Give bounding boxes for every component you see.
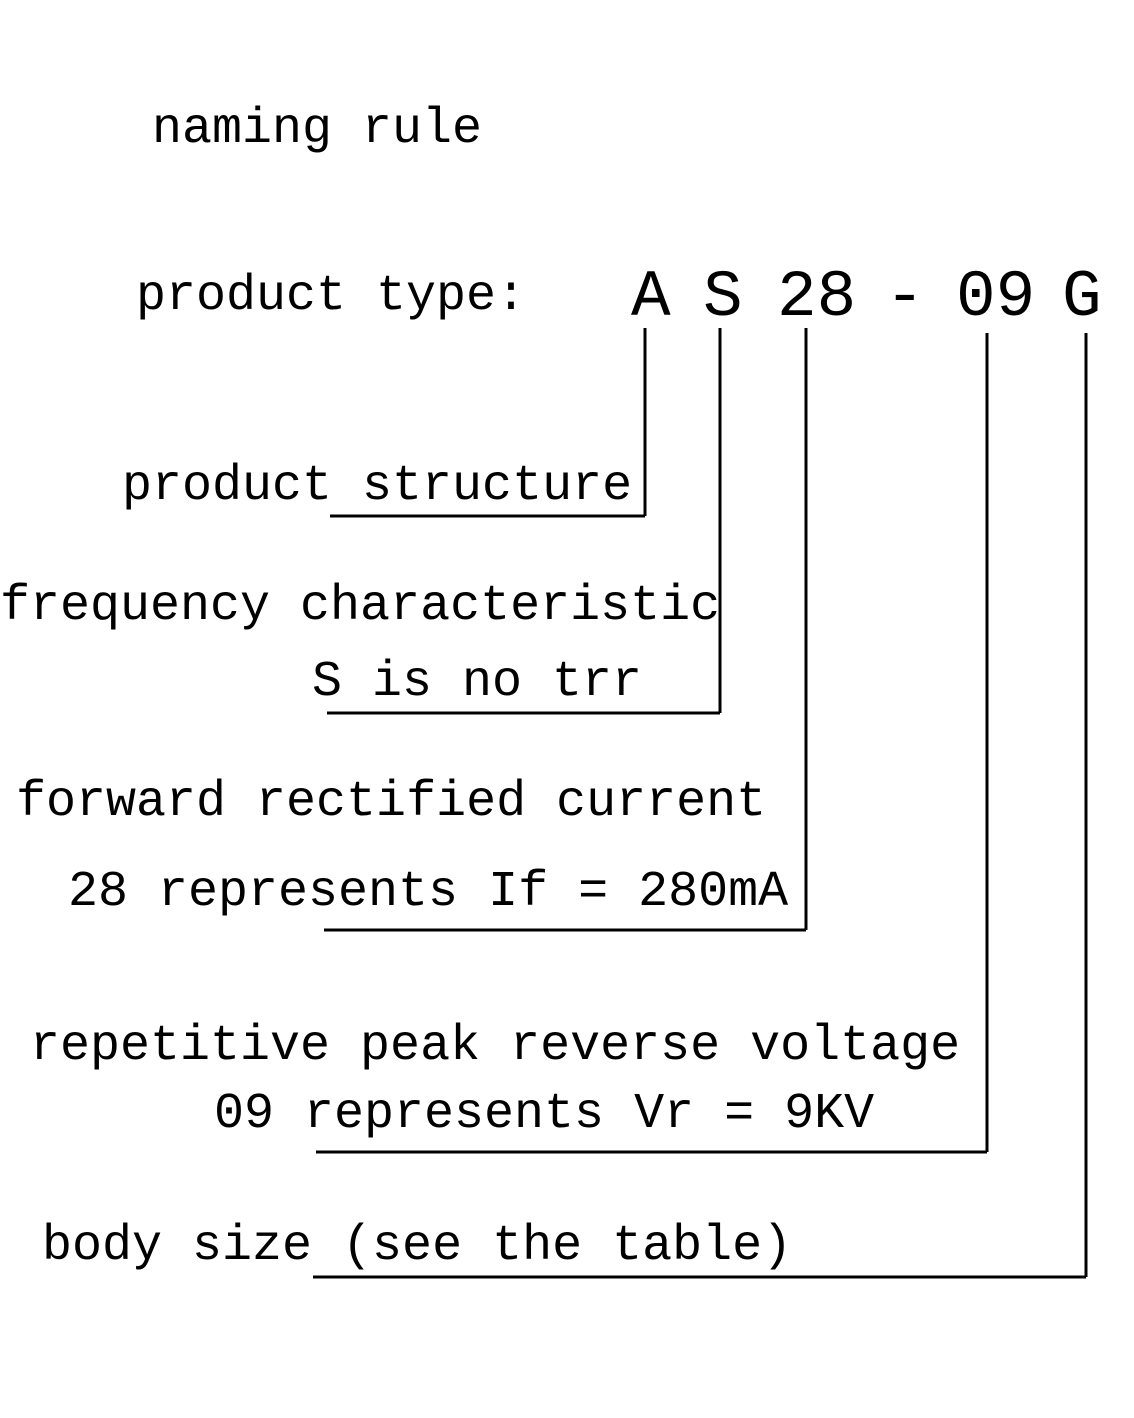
forward-current-label: forward rectified current xyxy=(16,774,767,831)
reverse-voltage-note: 09 represents Vr = 9KV xyxy=(214,1086,875,1143)
code-char-g: G xyxy=(1062,260,1102,335)
diagram-title: naming rule xyxy=(152,101,483,158)
frequency-note: S is no trr xyxy=(312,654,643,711)
frequency-characteristic-label: frequency characteristic xyxy=(0,578,721,635)
product-type-label: product type: xyxy=(136,268,527,325)
code-current: 28 xyxy=(777,260,857,335)
code-char-a: A xyxy=(631,260,671,335)
code-voltage: 09 xyxy=(956,260,1036,335)
code-char-s: S xyxy=(703,260,743,335)
body-size-label: body size (see the table) xyxy=(42,1218,793,1275)
product-structure-label: product structure xyxy=(122,458,633,515)
forward-current-note: 28 represents If = 280mA xyxy=(68,864,789,921)
reverse-voltage-label: repetitive peak reverse voltage xyxy=(30,1018,961,1075)
code-dash: - xyxy=(885,260,925,335)
